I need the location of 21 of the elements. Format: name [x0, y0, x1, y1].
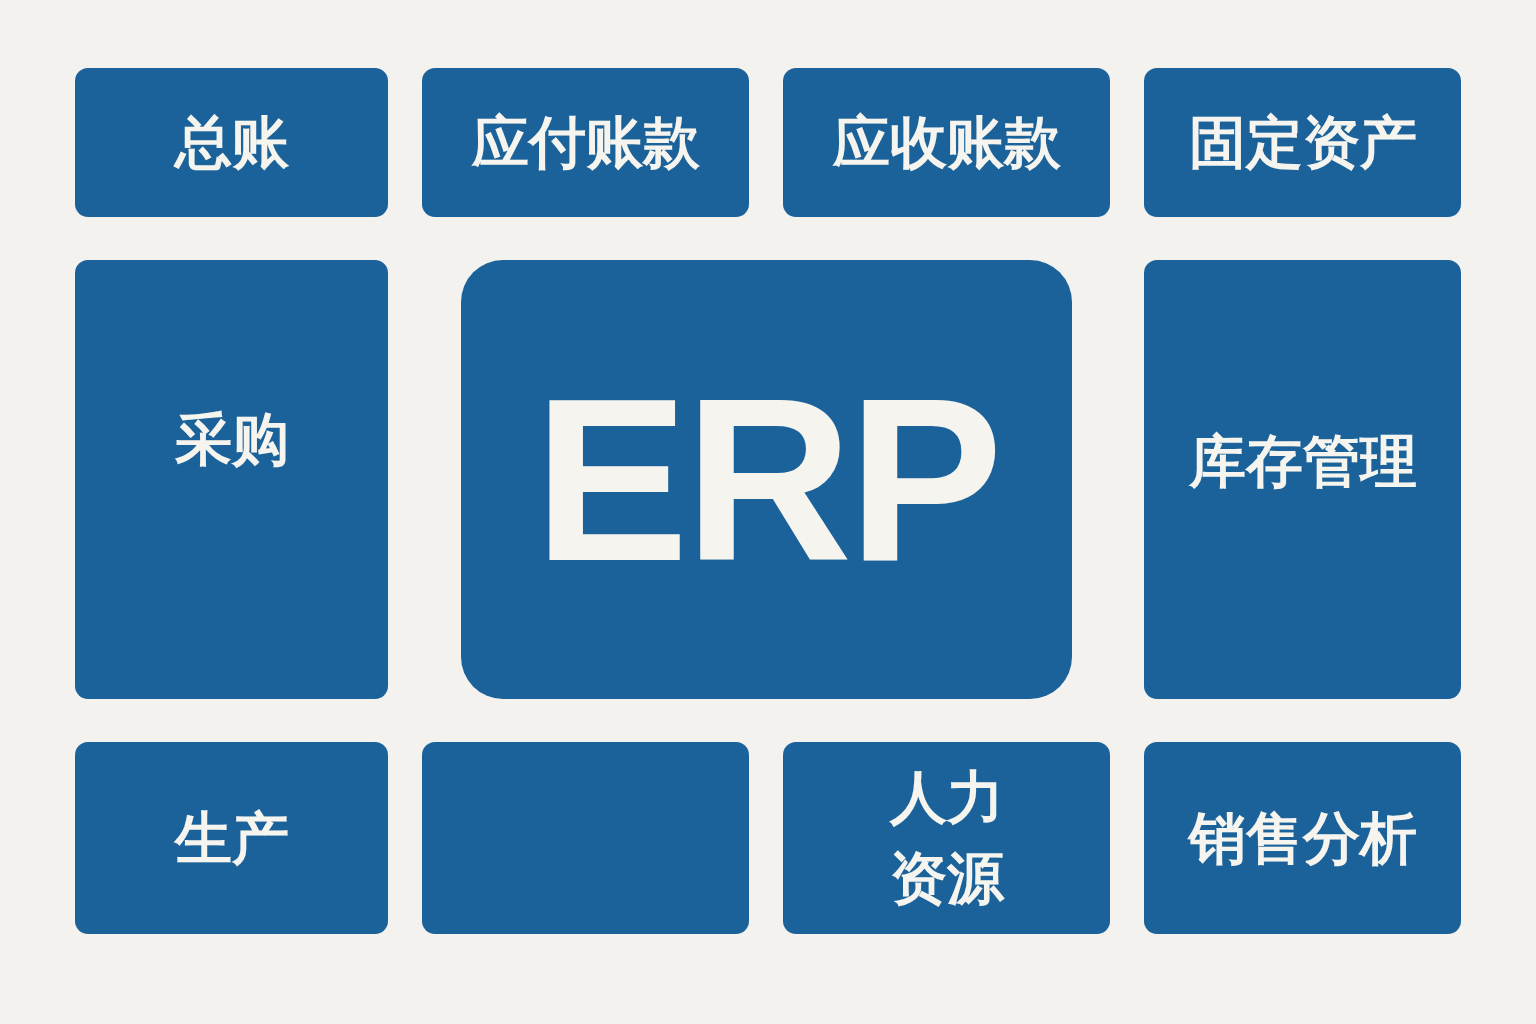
module-box: [75, 260, 388, 699]
module-label: 固定资产: [1188, 108, 1417, 178]
module-label: 库存管理: [1188, 427, 1417, 497]
module-label: 人力资源: [888, 763, 1006, 913]
module-box: [783, 742, 1110, 934]
module-label: 销售分析: [1188, 803, 1417, 873]
title-label: ERP: [534, 363, 999, 596]
empty-box: [422, 742, 749, 934]
module-box: [422, 68, 749, 217]
module-label: 生产: [174, 803, 289, 873]
module-box: [75, 742, 388, 934]
module-label: 总账: [174, 108, 289, 178]
center-box: [461, 260, 1072, 699]
module-label: 应付账款: [471, 108, 700, 178]
module-box: [1144, 742, 1461, 934]
module-box: [1144, 68, 1461, 217]
module-label: 应收账款: [832, 108, 1061, 178]
module-box: [1144, 260, 1461, 699]
module-box: [783, 68, 1110, 217]
module-label: 采购: [174, 405, 289, 475]
module-box: [75, 68, 388, 217]
